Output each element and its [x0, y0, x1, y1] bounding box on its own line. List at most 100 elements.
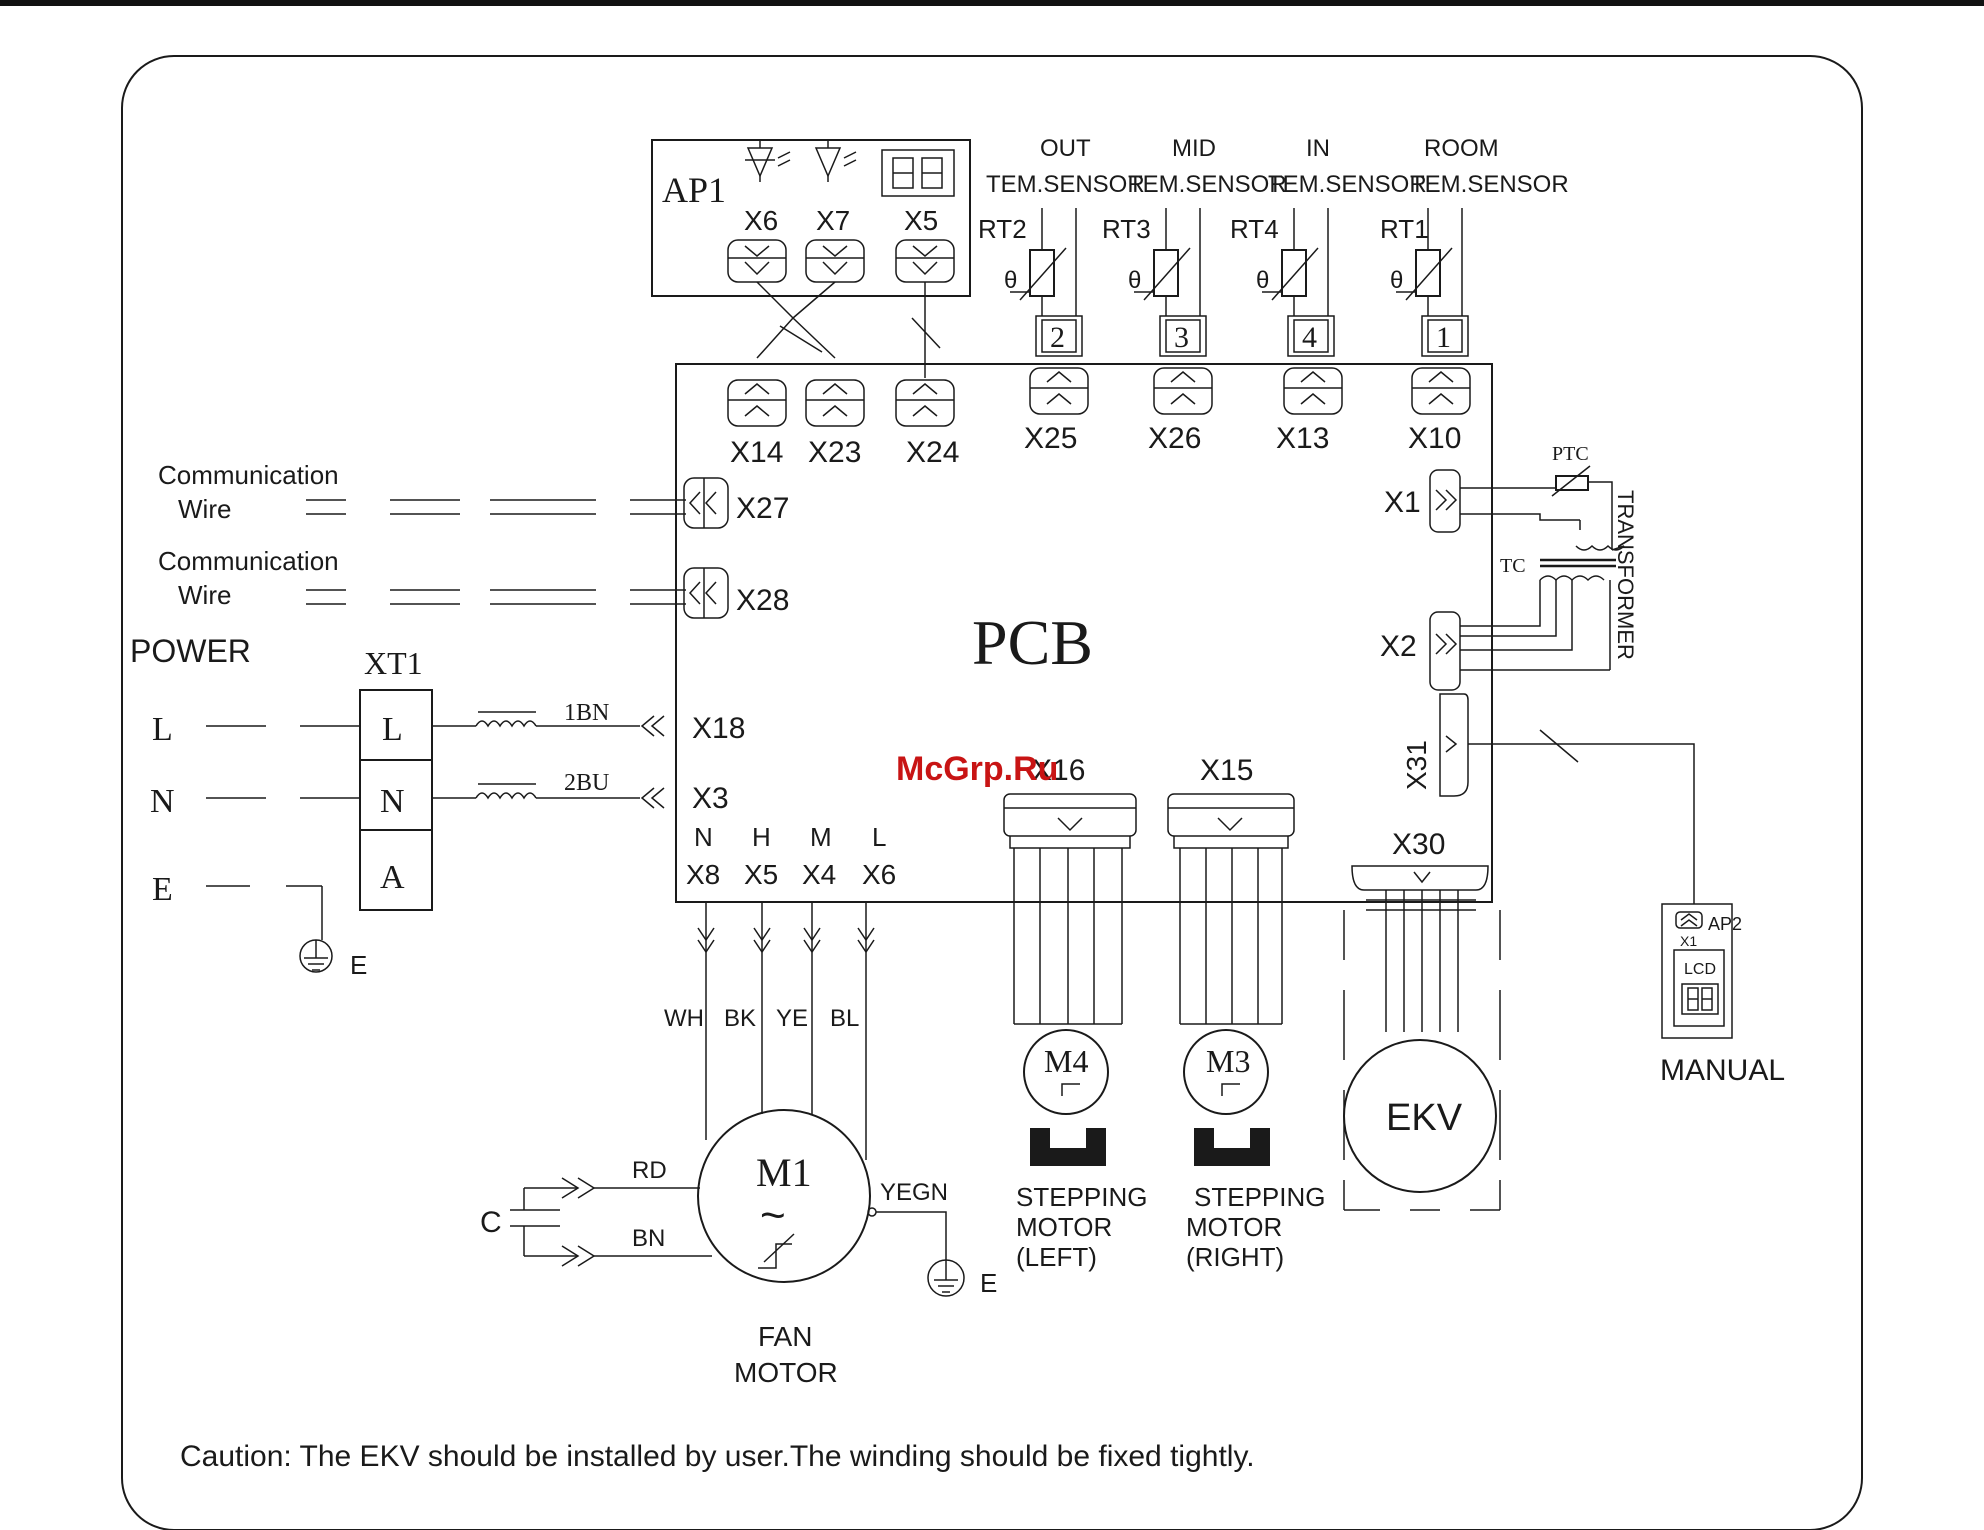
- pcb-connector-label: X30: [1392, 828, 1445, 861]
- communication-wire-2: Communication Wire X28: [158, 546, 789, 619]
- watermark: McGrp.Ru: [896, 750, 1058, 788]
- capacitor-label: C: [480, 1206, 502, 1239]
- stepping-label: STEPPING: [1194, 1182, 1325, 1212]
- sensor-title: TEM.SENSOR: [1410, 171, 1569, 198]
- sensor-mid: MID TEM.SENSOR RT3 θ 3 X26: [1102, 135, 1287, 455]
- pcb-connector-label: X6: [862, 859, 896, 890]
- pcb-connector-label: X25: [1024, 422, 1077, 455]
- earth-label: E: [350, 950, 367, 980]
- wire-label: 2BU: [564, 770, 609, 796]
- terminal-label: A: [380, 859, 405, 896]
- pcb-connector-label: X4: [802, 859, 836, 890]
- thermistor-icon: [1010, 247, 1067, 301]
- sensor-in: IN TEM.SENSOR RT4 θ 4 X13: [1230, 135, 1427, 455]
- pcb-label: PCB: [972, 607, 1093, 678]
- coil-icon: [1539, 575, 1605, 582]
- top-border-band: [0, 0, 1984, 6]
- connector-icon: [805, 239, 865, 283]
- ekv: X30 EKV: [1343, 828, 1501, 1211]
- comm-label: Wire: [178, 494, 231, 524]
- ap1-pcb-wiring: [756, 281, 941, 378]
- fan-motor: M1 ~ C RD BN YEGN E: [480, 1109, 997, 1388]
- ground-icon: [299, 939, 333, 973]
- led-icon: [745, 140, 791, 182]
- sensor-title: TEM.SENSOR: [1268, 171, 1427, 198]
- sensor-title: TEM.SENSOR: [1128, 171, 1287, 198]
- terminal-block-label: XT1: [364, 645, 423, 681]
- power-line-label: E: [152, 871, 173, 908]
- motor-symbol: M4: [1044, 1043, 1088, 1079]
- pcb-connector-label: X24: [906, 436, 959, 469]
- connector-icon: [895, 239, 955, 283]
- connector-icon: [683, 477, 729, 529]
- ekv-label: EKV: [1386, 1097, 1463, 1139]
- power-input: POWER XT1 L N A L N E E 1BN X18: [130, 633, 745, 980]
- connector-icon: [1283, 367, 1343, 415]
- comm-label: Wire: [178, 580, 231, 610]
- pcb-connector-label: X5: [744, 859, 778, 890]
- sensor-pin-label: 4: [1302, 321, 1317, 354]
- stepping-label: STEPPING: [1016, 1182, 1147, 1212]
- sensor-rt-label: RT3: [1102, 214, 1151, 244]
- ap2-label: AP2: [1708, 914, 1742, 934]
- ap1-connector-label: X6: [744, 205, 778, 236]
- wire-color-label: BK: [724, 1005, 756, 1032]
- communication-wire-1: Communication Wire X27: [158, 460, 789, 529]
- led-icon: [814, 140, 857, 182]
- theta-symbol: θ: [1256, 267, 1269, 294]
- stepper-bracket-icon: [1194, 1128, 1270, 1166]
- sensor-title: OUT: [1040, 135, 1091, 162]
- connector-icon: [1029, 367, 1089, 415]
- sensor-rt-label: RT2: [978, 214, 1027, 244]
- sensor-pin-label: 1: [1436, 321, 1451, 354]
- manual-controller: X31 AP2 X1 LCD MANUAL: [1401, 693, 1785, 1087]
- pcb-connector-label: X28: [736, 584, 789, 617]
- connector-icon: [1411, 367, 1471, 415]
- transformer: X1 PTC TRANSFORMER TC X2: [1380, 443, 1638, 691]
- stepping-label: (LEFT): [1016, 1242, 1097, 1272]
- pcb-connector-label: X15: [1200, 754, 1253, 787]
- capacitor-icon: [510, 1188, 560, 1256]
- motor-symbol: M3: [1206, 1043, 1250, 1079]
- pcb-connector-label: X27: [736, 492, 789, 525]
- connector-icon: [727, 379, 787, 427]
- stepping-motor-right: X15 M3 STEPPING MOTOR (RIGHT): [1167, 754, 1325, 1272]
- pcb-connector-label: X8: [686, 859, 720, 890]
- lcd-label: LCD: [1684, 961, 1716, 978]
- connector-icon: [1675, 911, 1703, 929]
- connector-icon: [1429, 611, 1461, 691]
- pcb-connector-label: X26: [1148, 422, 1201, 455]
- stepping-label: MOTOR: [1186, 1212, 1282, 1242]
- motor-icon: [697, 1109, 871, 1283]
- motor-ac-symbol: ~: [760, 1191, 786, 1240]
- ptc-label: PTC: [1552, 443, 1589, 465]
- sensor-room: ROOM TEM.SENSOR RT1 θ 1 X10: [1380, 135, 1569, 455]
- choke-icon: [475, 792, 537, 800]
- pcb-connector-label: X2: [1380, 630, 1417, 663]
- stepping-motor-left: X16 M4 STEPPING MOTOR (LEFT): [1003, 754, 1147, 1272]
- wire-color-label: BL: [830, 1005, 859, 1032]
- manual-label: MANUAL: [1660, 1054, 1785, 1087]
- speed-label: N: [694, 822, 713, 852]
- sensor-rt-label: RT1: [1380, 214, 1429, 244]
- caution-note: Caution: The EKV should be installed by …: [180, 1440, 1255, 1473]
- ap2-x1-label: X1: [1680, 933, 1697, 949]
- motor-icon: [1023, 1029, 1109, 1115]
- choke-icon: [475, 720, 537, 728]
- thermistor-icon: [1396, 247, 1453, 301]
- connector-icon: [895, 379, 955, 427]
- wire-color-label: YE: [776, 1005, 808, 1032]
- pcb-connector-label: X13: [1276, 422, 1329, 455]
- connector-icon: [1429, 469, 1461, 533]
- connector-icon: [727, 239, 787, 283]
- fan-output-terminals: N H M L X8 X5 X4 X6 WH BK YE BL: [664, 822, 896, 1160]
- pcb-connector-label: X10: [1408, 422, 1461, 455]
- earth-wire-label: YEGN: [880, 1179, 948, 1206]
- comm-label: Communication: [158, 460, 339, 490]
- pcb-connector-label: X16: [1032, 754, 1085, 787]
- power-line-label: N: [150, 783, 175, 820]
- speed-label: H: [752, 822, 771, 852]
- theta-symbol: θ: [1128, 267, 1141, 294]
- thermistor-icon: [1134, 247, 1191, 301]
